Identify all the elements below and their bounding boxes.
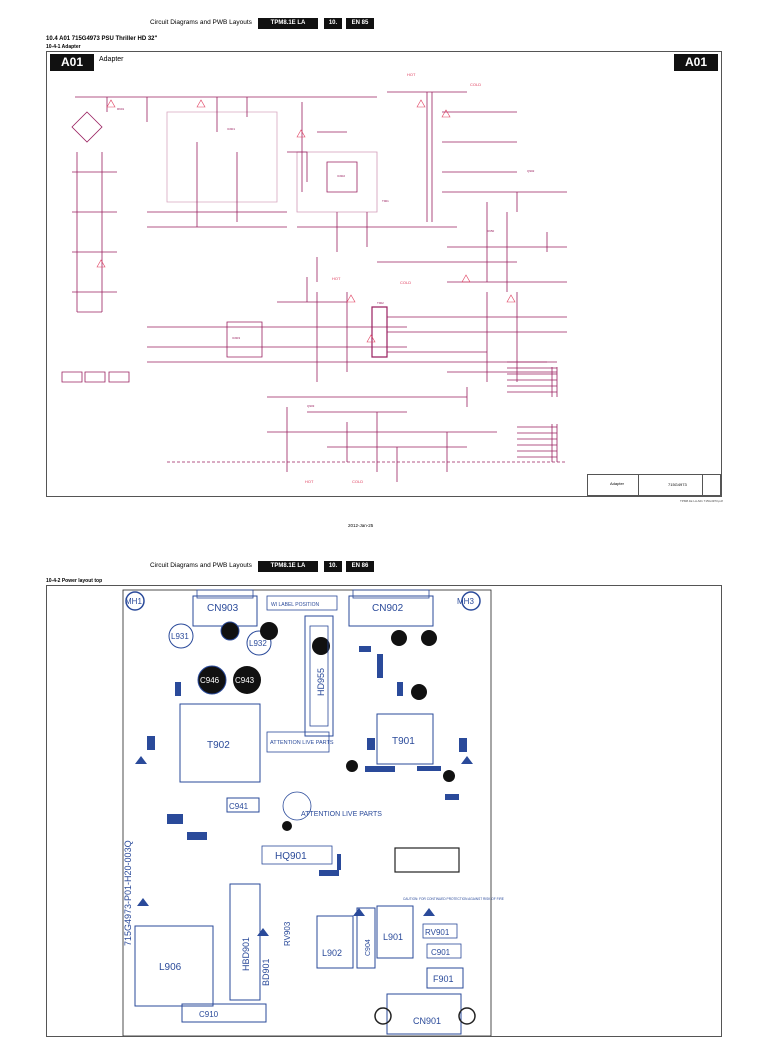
diagram-label: Adapter [99,56,124,63]
tag-left: A01 [50,54,94,71]
hot-bottom-label: HOT [305,479,314,484]
svg-text:T901: T901 [382,199,389,203]
page1-header-title: Circuit Diagrams and PWB Layouts [150,19,252,26]
page2-header: Circuit Diagrams and PWB Layouts TPM8.1E… [0,561,768,575]
page1-header-model: TPM8.1E LA [258,18,318,29]
svg-text:IC902: IC902 [337,174,345,178]
page1-section-title: 10.4 A01 715G4973 PSU Thriller HD 32" [46,36,158,42]
page2-header-chapter: 10. [324,561,342,572]
caution-label: CAUTION: FOR CONTINUED PROTECTION AGAINS… [403,897,504,901]
svg-text:R901: R901 [117,107,125,111]
c901-label: C901 [431,948,451,957]
svg-text:Q903: Q903 [307,404,315,408]
hbd901-label: HBD901 [241,937,251,971]
svg-text:D950: D950 [487,229,495,233]
svg-text:IC901: IC901 [227,127,235,131]
cn901-label: CN901 [413,1016,441,1026]
hd955-label: HD955 [316,668,326,696]
t901-label: T901 [392,736,415,747]
c941-label: C941 [229,802,249,811]
hq901-label: HQ901 [275,851,307,862]
cold-top-label: COLD [470,82,481,87]
c904-label: C904 [365,939,372,956]
cold-bottom-label: COLD [352,479,363,484]
bd901-label: BD901 [261,958,271,986]
page1-header: Circuit Diagrams and PWB Layouts TPM8.1E… [0,18,768,32]
hot-top-label: HOT [407,72,416,77]
page1-date: 2012-Jan-25 [348,523,374,528]
page2-subsection: 10-4-2 Power layout top [46,578,103,584]
title-block-name: Adapter [610,481,625,486]
svg-text:T902: T902 [377,301,384,305]
tag-right: A01 [674,54,718,71]
page1-file-note: TPM8.1E LA A01 715G4973.pdf [680,499,723,503]
page2-header-model: TPM8.1E LA [258,561,318,572]
page1-header-page: EN 85 [346,18,374,29]
layout-frame: MH1 MH3 CN903 CN902 WI LABEL POSITION L9… [46,585,722,1037]
page1-subsection: 10-4-1 Adapter [46,44,81,50]
mh3-label: MH3 [457,597,474,606]
cn903-label: CN903 [207,603,239,614]
rv901-label: RV901 [425,928,450,937]
attention-label-1: ATTENTION LIVE PARTS [270,740,334,746]
schematic-frame: A01 Adapter A01 [46,51,722,497]
attention-label-2: ATTENTION LIVE PARTS [301,811,382,818]
l931-label: L931 [171,632,189,641]
cn902-label: CN902 [372,603,404,614]
title-block: Adapter 715G4973 [587,474,721,496]
c946-label: C946 [200,676,220,685]
cold-mid-label: COLD [400,280,411,285]
l932-label: L932 [249,639,267,648]
l902-label: L902 [322,948,342,958]
board-code-label: 715G4973-P01-H20-003Q [123,840,133,946]
svg-text:Q902: Q902 [527,169,535,173]
l901-label: L901 [383,932,403,942]
svg-text:IC903: IC903 [232,336,240,340]
page2-header-title: Circuit Diagrams and PWB Layouts [150,562,252,569]
l906-label: L906 [159,962,182,973]
c943-label: C943 [235,676,255,685]
page2-header-page: EN 86 [346,561,374,572]
page1-header-chapter: 10. [324,18,342,29]
f901-label: F901 [433,974,454,984]
mh1-label: MH1 [125,597,142,606]
title-block-code: 715G4973 [668,482,687,487]
hot-mid-label: HOT [332,276,341,281]
rv903-label: RV903 [283,921,292,946]
c910-label: C910 [199,1010,219,1019]
t902-label: T902 [207,740,230,751]
pcb-layout-drawing: MH1 MH3 CN903 CN902 WI LABEL POSITION L9… [122,589,504,1036]
wi-label-position: WI LABEL POSITION [271,602,320,608]
